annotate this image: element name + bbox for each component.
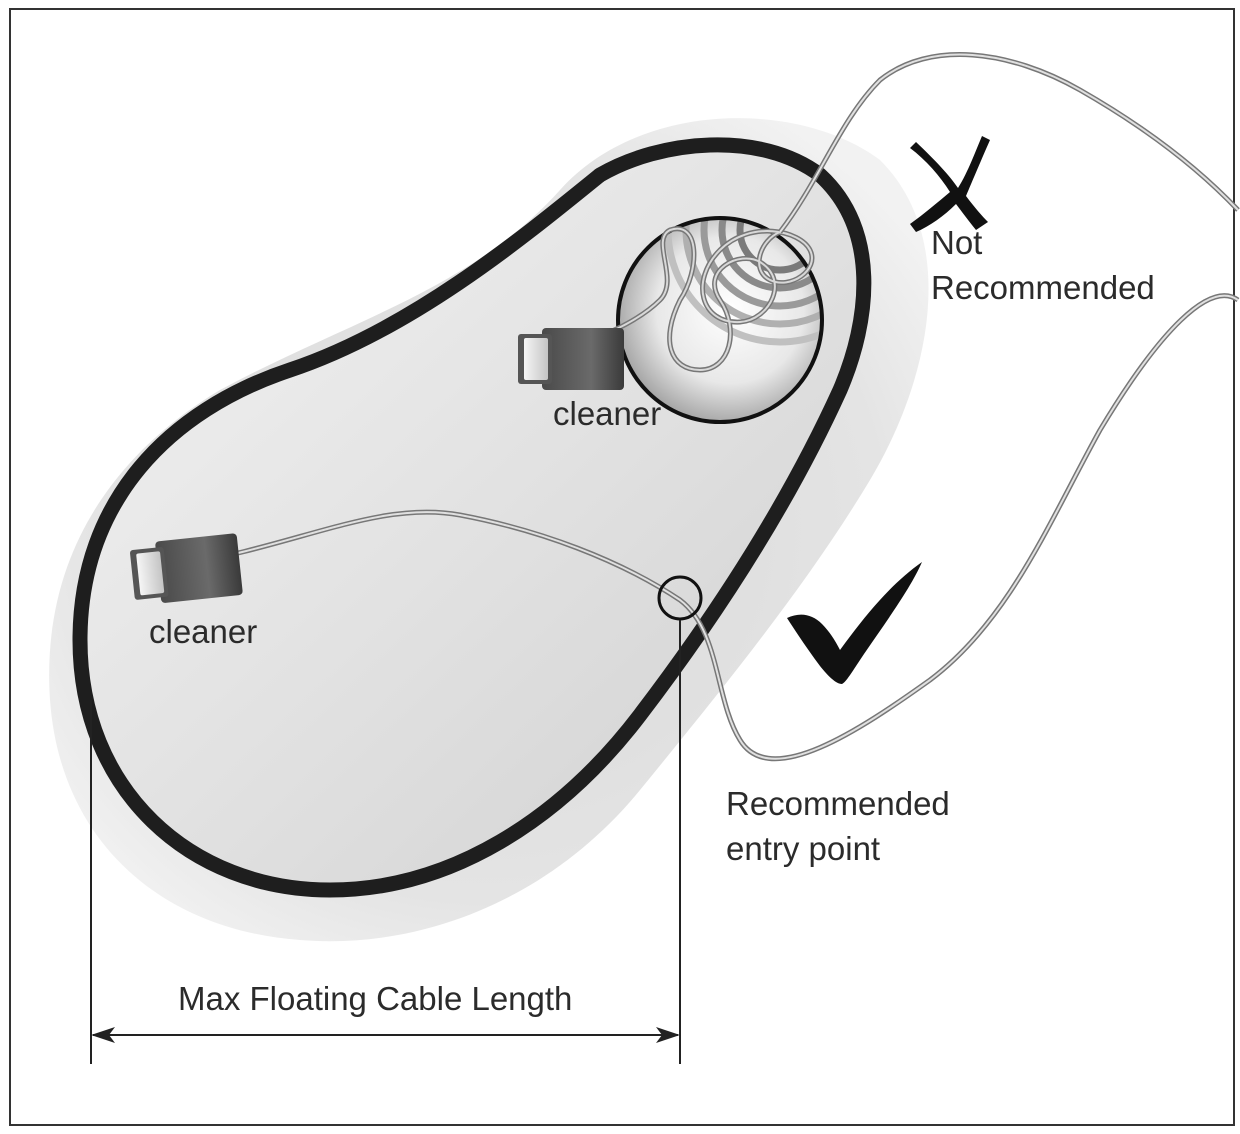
cleaner-top-label: cleaner [553, 395, 661, 432]
cleaner-left-label: cleaner [149, 613, 257, 650]
check-mark-icon [787, 562, 922, 684]
not-recommended-label-line1: Not [931, 224, 982, 261]
cross-mark-icon [910, 136, 990, 232]
outer-frame [9, 8, 1235, 1126]
max-floating-cable-length-label: Max Floating Cable Length [178, 980, 572, 1017]
cleaner-top-icon [518, 328, 624, 390]
recommended-entry-label-line2: entry point [726, 830, 880, 867]
cleaner-left-icon [130, 533, 243, 603]
entry-point-marker [657, 575, 703, 621]
coiled-cable-area [551, 216, 824, 424]
cable-not-recommended [778, 52, 1240, 234]
recommended-entry-label-line1: Recommended [726, 785, 950, 822]
cable-recommended [179, 293, 1240, 762]
dimension-indicator [90, 620, 681, 1064]
not-recommended-label-line2: Recommended [931, 269, 1155, 306]
